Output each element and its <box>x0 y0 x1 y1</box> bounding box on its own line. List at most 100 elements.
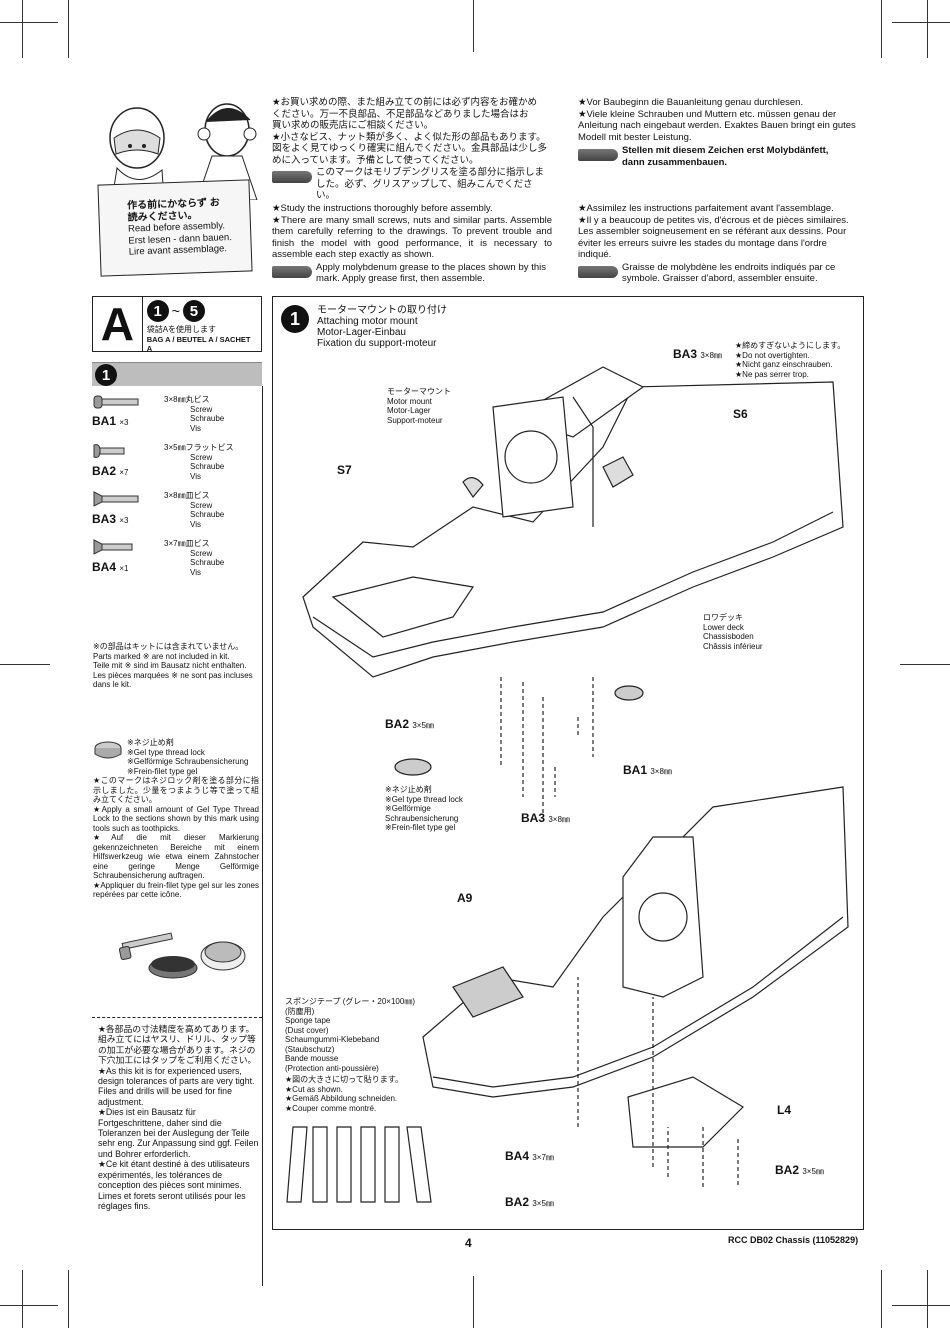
intro-en-line: ★There are many small screws, nuts and s… <box>272 214 552 261</box>
sponge-label: Sponge tape <box>285 1016 331 1025</box>
threadlock-illustration <box>118 920 248 990</box>
threadlock-instr: ★Appliquer du frein-filet type gel sur l… <box>93 880 259 900</box>
screw-fr: Vis <box>190 423 201 433</box>
part-label-s6: S6 <box>733 407 748 421</box>
flat-head-screw-icon <box>93 444 125 458</box>
screw-jp: 3×7㎜皿ビス <box>164 539 210 548</box>
threadlock-label: ※Gel type thread lock <box>385 794 463 804</box>
screw-code: BA3 <box>92 512 117 526</box>
sponge-label: Schaumgummi-Klebeband <box>285 1035 380 1044</box>
motor-mount-label: モーターマウント <box>387 387 451 396</box>
threadlock-jar-icon <box>94 741 122 759</box>
intro-fr: ★Assimilez les instructions parfaitement… <box>578 203 858 285</box>
pan-head-screw-icon <box>93 395 139 409</box>
part-label-a9: A9 <box>457 891 473 905</box>
screw-de: Schraube <box>190 462 225 471</box>
step-from-badge: 1 <box>146 300 169 322</box>
intro-de: ★Vor Baubeginn die Bauanleitung genau du… <box>578 97 858 168</box>
screw-qty: ×3 <box>119 418 129 427</box>
intro-de-grease: Stellen mit diesem Zeichen erst Molybdän… <box>622 145 829 168</box>
intro-jp-line: めに入っています。予備として使ってください。 <box>272 154 479 166</box>
step-to-badge: 5 <box>182 300 205 322</box>
part-size: 3×7㎜ <box>532 1153 554 1162</box>
sponge-label: (Protection anti-poussière) <box>285 1063 379 1073</box>
threadlock-instr: ★Apply a small amount of Gel Type Thread… <box>93 804 259 833</box>
intro-fr-grease: Graisse de molybdène les endroits indiqu… <box>622 261 836 285</box>
step1-badge: 1 <box>281 305 309 333</box>
intro-jp-line: 図をよく見てゆっくり確実に組んでください。金具部品は少し多 <box>272 143 548 154</box>
screw-en: Screw <box>190 500 213 510</box>
screw-en: Screw <box>190 452 213 462</box>
crop-mark <box>22 0 23 58</box>
countersunk-screw-icon <box>93 539 133 555</box>
crop-mark <box>892 22 950 23</box>
part-size: 3×8㎜ <box>548 815 570 824</box>
intro-jp-line: ください。万一不良部品、不足部品などありました場合はお <box>272 108 529 120</box>
screw-code: BA4 <box>92 560 117 574</box>
intro-fr-line: ★Assimilez les instructions parfaitement… <box>578 203 834 214</box>
crop-mark <box>881 1270 882 1328</box>
assembly-drawing <box>286 366 849 1203</box>
crop-mark <box>892 1305 950 1306</box>
intro-de-line: ★Viele kleine Schrauben und Muttern etc.… <box>578 108 856 143</box>
threadlock-label: Schraubensicherung <box>385 813 459 823</box>
step-marker-badge: 1 <box>95 364 117 386</box>
threadlock-label: ※Frein-filet type gel <box>385 823 456 832</box>
screw-jp: 3×8㎜丸ビス <box>164 395 210 404</box>
read-fr: Lire avant assemblage. <box>128 243 228 258</box>
part-size: 3×8㎜ <box>700 351 722 360</box>
threadlock-drawing <box>118 932 246 979</box>
sponge-label: (Staubschutz) <box>285 1044 335 1054</box>
screw-de: Schraube <box>190 510 225 519</box>
crop-mark <box>0 1305 58 1306</box>
part-label-s7: S7 <box>337 463 352 477</box>
threadlock-fr: ※Frein-filet type gel <box>127 766 198 776</box>
cut-note: ★図の大きさに切って貼ります。 <box>285 1075 403 1084</box>
screw-qty: ×3 <box>119 516 129 525</box>
intro-fr-line: ★Il y a beaucoup de petites vis, d'écrou… <box>578 214 849 261</box>
step-marker-bar: 1 <box>92 362 262 386</box>
threadlock-instr: ★Auf die mit dieser Markierung gekennzei… <box>93 833 259 880</box>
step1-title-en: Attaching motor mount <box>317 316 418 327</box>
crop-mark <box>473 0 474 52</box>
intro-jp-line: 買い求めの販売店にご相談ください。 <box>272 120 434 131</box>
sponge-label: (Dust cover) <box>285 1025 329 1035</box>
lower-deck-label: ロワデッキ <box>703 613 743 622</box>
crop-mark <box>0 22 58 23</box>
tilde: ~ <box>171 303 180 319</box>
part-label-ba2-bottom: BA2 <box>505 1195 530 1209</box>
motor-mount-label: Motor mount <box>387 396 432 406</box>
part-label-ba1: BA1 <box>623 763 648 777</box>
page-number: 4 <box>465 1236 472 1250</box>
step1-panel: 1 モーターマウントの取り付け Attaching motor mount Mo… <box>272 296 864 1230</box>
experience-note-box: ★各部品の寸法精度を高めてあります。組み立てにはヤスリ、ドリル、タップ等の加工が… <box>92 1017 262 1239</box>
sponge-label: Bande mousse <box>285 1054 339 1063</box>
grease-tube-icon <box>578 149 618 161</box>
screw-fr: Vis <box>190 471 201 481</box>
bag-jp: 袋詰Aを使用します <box>146 325 217 334</box>
grease-tube-icon <box>272 171 312 183</box>
part-size: 3×8㎜ <box>650 767 672 776</box>
not-included-en: Parts marked ※ are not included in kit. <box>93 651 230 661</box>
screw-de: Schraube <box>190 414 225 423</box>
screw-de: Schraube <box>190 558 225 567</box>
lower-deck-label: Lower deck <box>703 622 744 632</box>
overtighten-note: ★締めすぎないようにします。 <box>735 341 846 350</box>
experience-note: ★As this kit is for experienced users, d… <box>98 1065 255 1107</box>
not-included-de: Teile mit ※ sind im Bausatz nicht enthal… <box>93 661 247 670</box>
cut-note: ★Cut as shown. <box>285 1084 343 1094</box>
experience-note: ★Ce kit étant destiné à des utilisateurs… <box>98 1159 250 1211</box>
part-label-l4: L4 <box>777 1103 792 1117</box>
threadlock-en: ※Gel type thread lock <box>127 747 205 757</box>
countersunk-screw-icon <box>93 491 139 507</box>
grease-tube-icon <box>578 265 618 278</box>
intro-en: ★Study the instructions thoroughly befor… <box>272 203 552 285</box>
part-label-ba2: BA2 <box>385 717 410 731</box>
read-before-assembly-box: 作る前にかならず お読みください。 Read before assembly. … <box>97 179 253 277</box>
screw-qty: ×7 <box>119 468 129 477</box>
lower-deck-label: Chassisboden <box>703 632 754 641</box>
crop-mark <box>881 0 882 58</box>
